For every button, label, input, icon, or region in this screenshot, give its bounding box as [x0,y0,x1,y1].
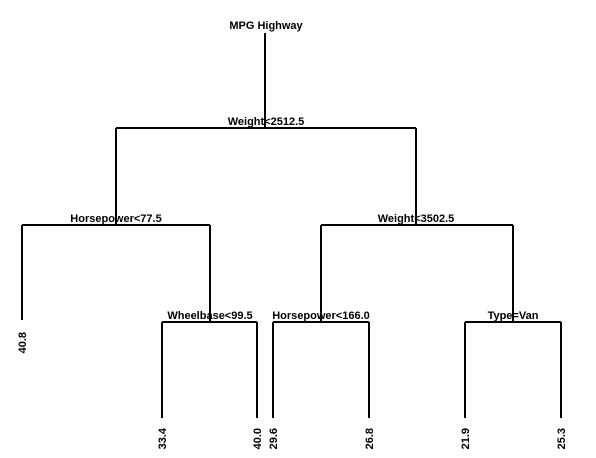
leaf-value: 33.4 [157,427,169,449]
leaf-value: 29.6 [268,428,280,449]
leaf-value: 25.3 [556,428,568,449]
node-label-type-van: Type=Van [488,310,539,322]
leaf-value: 40.8 [17,332,29,353]
leaf-value: 40.0 [252,428,264,449]
leaf-value: 26.8 [364,428,376,449]
leaf-value: 21.9 [460,428,472,449]
node-label-weight-2512: Weight<2512.5 [228,116,305,128]
root-label: MPG Highway [229,20,303,32]
node-label-horsepower-77: Horsepower<77.5 [70,213,161,225]
node-label-weight-3502: Weight<3502.5 [378,213,455,225]
node-label-horsepower-166: Horsepower<166.0 [272,310,370,322]
node-label-wheelbase: Wheelbase<99.5 [167,310,252,322]
